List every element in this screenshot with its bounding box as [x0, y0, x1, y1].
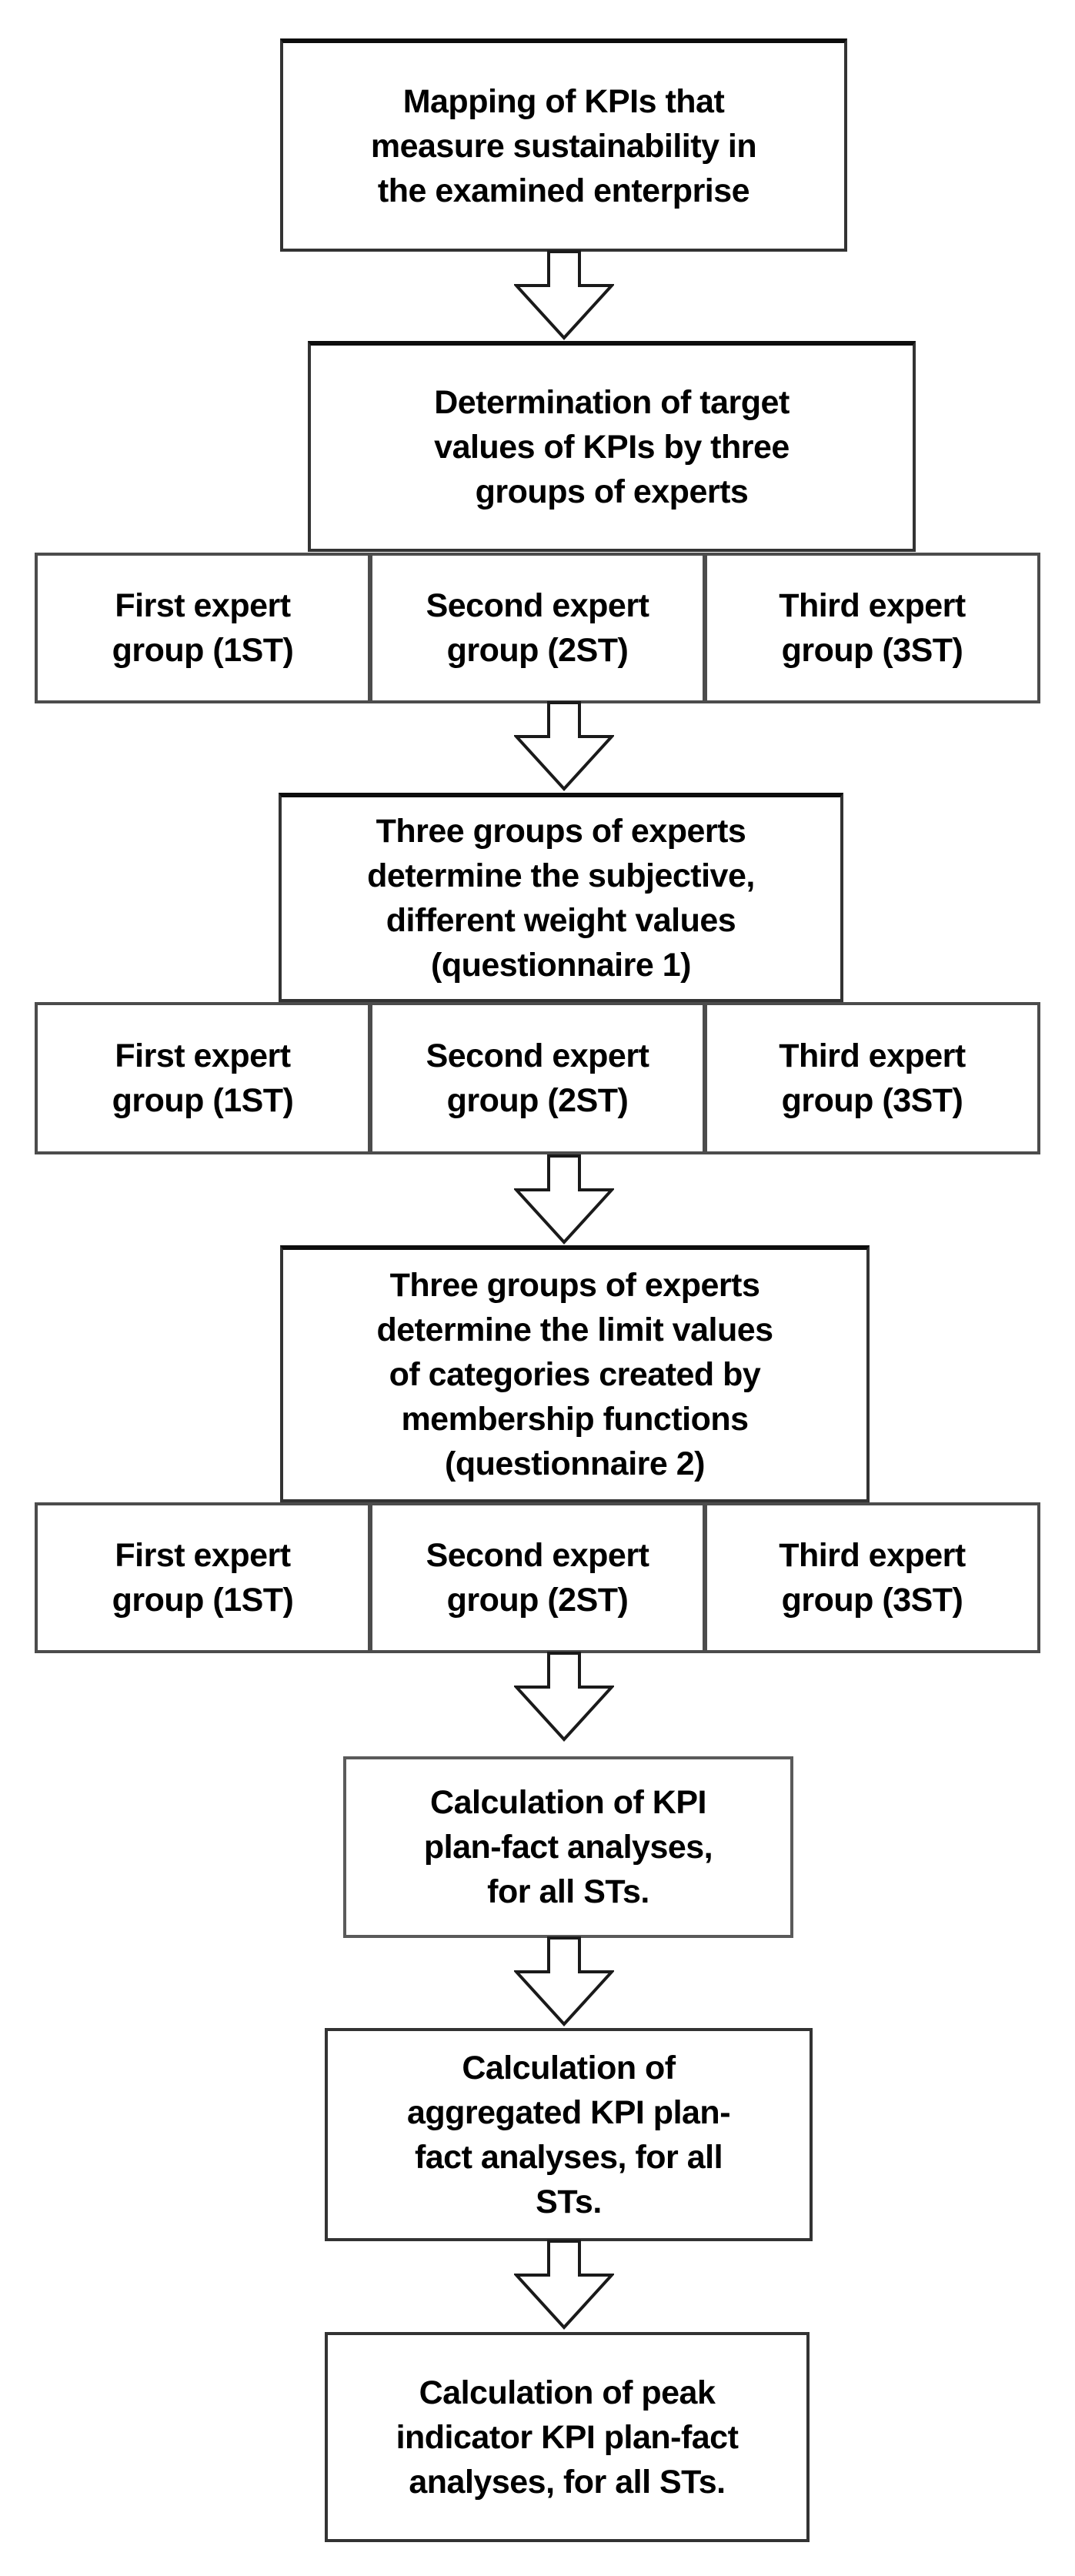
expert-cell-third: Third expert group (3ST)	[704, 1502, 1040, 1653]
box-calc-peak-indicator: Calculation of peak indicator KPI plan-f…	[325, 2332, 810, 2542]
down-arrow-icon	[514, 1652, 614, 1742]
expert-cell-third-text: Third expert group (3ST)	[779, 587, 966, 669]
expert-cell-second: Second expert group (2ST)	[369, 553, 706, 703]
box-calc-peak-indicator-text: Calculation of peak indicator KPI plan-f…	[396, 2374, 739, 2501]
expert-cell-first: First expert group (1ST)	[35, 1002, 371, 1154]
expert-group-row-2: First expert group (1ST) Second expert g…	[35, 1002, 1040, 1154]
box-calc-kpi-plan-fact-text: Calculation of KPI plan-fact analyses, f…	[423, 1784, 713, 1910]
expert-cell-second-text: Second expert group (2ST)	[426, 587, 649, 669]
box-questionnaire-1-text: Three groups of experts determine the su…	[367, 813, 755, 984]
down-arrow-icon	[514, 701, 614, 791]
expert-cell-second-text: Second expert group (2ST)	[426, 1037, 649, 1119]
expert-cell-first-text: First expert group (1ST)	[112, 1037, 294, 1119]
expert-cell-first-text: First expert group (1ST)	[112, 1537, 294, 1619]
expert-group-row-3: First expert group (1ST) Second expert g…	[35, 1502, 1040, 1653]
expert-cell-second: Second expert group (2ST)	[369, 1502, 706, 1653]
box-mapping-kpis-text: Mapping of KPIs that measure sustainabil…	[370, 82, 757, 209]
down-arrow-icon	[514, 250, 614, 340]
expert-cell-second-text: Second expert group (2ST)	[426, 1537, 649, 1619]
box-questionnaire-1: Three groups of experts determine the su…	[279, 793, 843, 1002]
expert-group-row-1: First expert group (1ST) Second expert g…	[35, 553, 1040, 703]
box-mapping-kpis: Mapping of KPIs that measure sustainabil…	[280, 38, 847, 252]
expert-cell-third-text: Third expert group (3ST)	[779, 1537, 966, 1619]
down-arrow-icon	[514, 1154, 614, 1245]
box-determination-target-values-text: Determination of target values of KPIs b…	[434, 384, 790, 510]
box-questionnaire-2-text: Three groups of experts determine the li…	[376, 1267, 773, 1482]
expert-cell-first: First expert group (1ST)	[35, 1502, 371, 1653]
expert-cell-third: Third expert group (3ST)	[704, 553, 1040, 703]
expert-cell-second: Second expert group (2ST)	[369, 1002, 706, 1154]
box-determination-target-values: Determination of target values of KPIs b…	[308, 341, 916, 552]
box-calc-kpi-plan-fact: Calculation of KPI plan-fact analyses, f…	[343, 1756, 793, 1938]
box-calc-aggregated-kpi: Calculation of aggregated KPI plan- fact…	[325, 2028, 813, 2241]
down-arrow-icon	[514, 2240, 614, 2330]
expert-cell-third-text: Third expert group (3ST)	[779, 1037, 966, 1119]
down-arrow-icon	[514, 1936, 614, 2026]
box-questionnaire-2: Three groups of experts determine the li…	[280, 1245, 870, 1502]
expert-cell-third: Third expert group (3ST)	[704, 1002, 1040, 1154]
expert-cell-first: First expert group (1ST)	[35, 553, 371, 703]
expert-cell-first-text: First expert group (1ST)	[112, 587, 294, 669]
box-calc-aggregated-kpi-text: Calculation of aggregated KPI plan- fact…	[406, 2049, 731, 2220]
